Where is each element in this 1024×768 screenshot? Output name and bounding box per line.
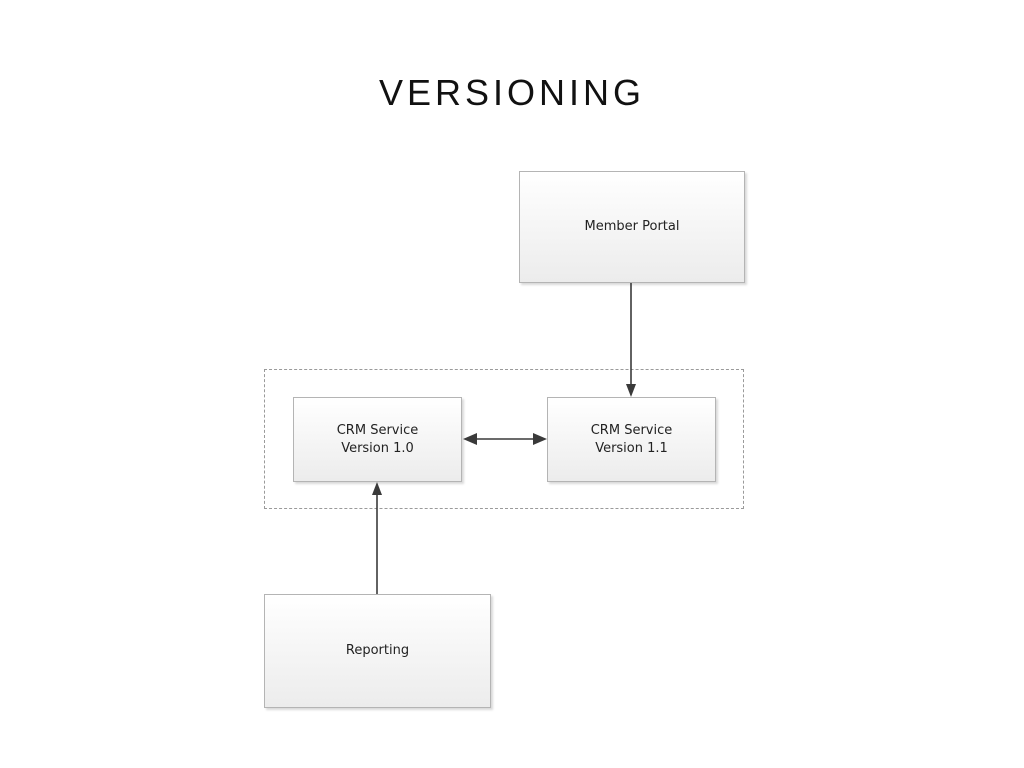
member-portal-label: Member Portal	[584, 219, 680, 234]
crm-service-v11-name: CRM Service	[590, 422, 673, 438]
member-portal-node[interactable]: Member Portal	[519, 171, 745, 283]
crm-service-v11-node[interactable]: CRM Service Version 1.1	[547, 397, 716, 482]
crm-service-v11-version: Version 1.1	[595, 440, 668, 456]
crm-service-v10-version: Version 1.0	[341, 440, 414, 456]
crm-service-v10-node[interactable]: CRM Service Version 1.0	[293, 397, 462, 482]
crm-service-v10-name: CRM Service	[336, 422, 419, 438]
reporting-label: Reporting	[345, 643, 410, 658]
page-title: VERSIONING	[378, 72, 646, 113]
crm-service-group	[264, 369, 744, 509]
reporting-node[interactable]: Reporting	[264, 594, 491, 708]
